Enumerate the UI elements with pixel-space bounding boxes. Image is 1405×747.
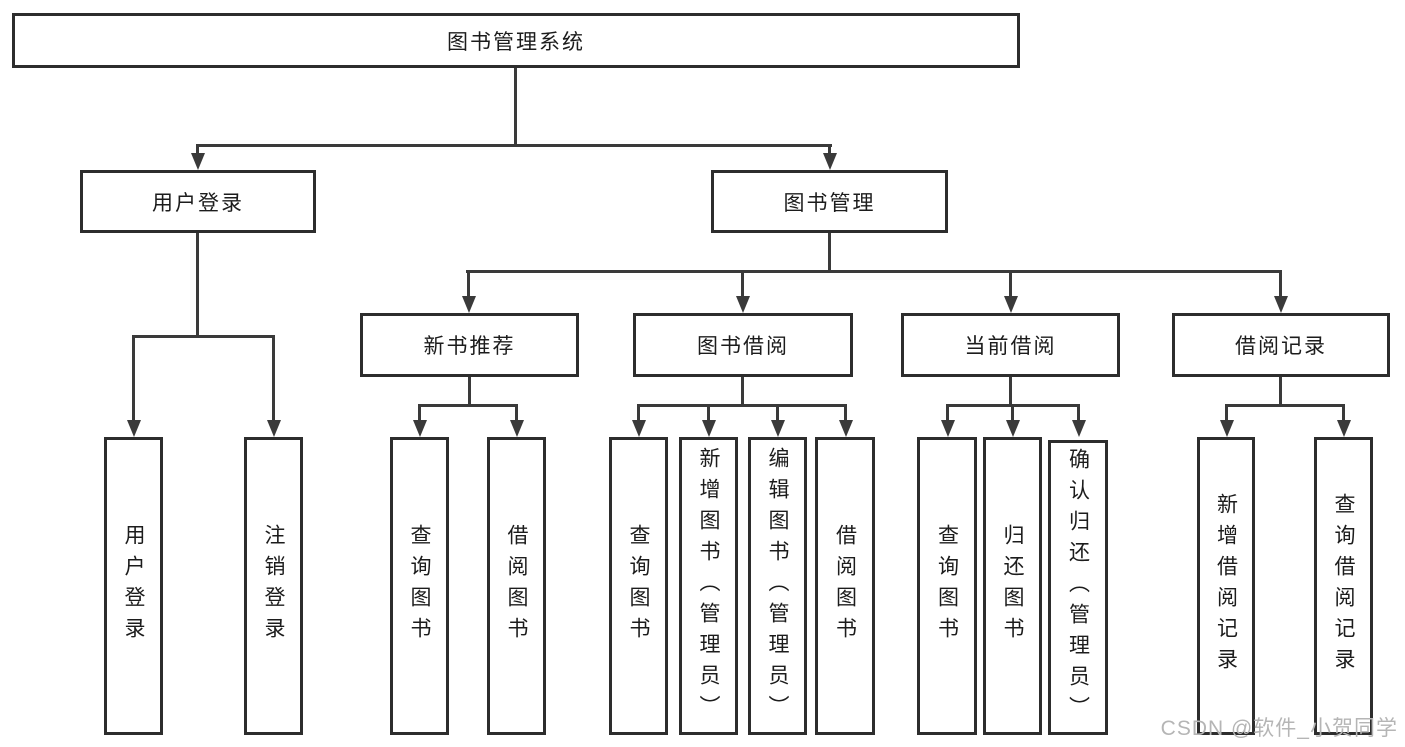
connector-line [196, 233, 199, 338]
csdn-watermark: CSDN @软件_小贺同学 [1160, 717, 1398, 740]
node-label: 借阅记录 [1235, 335, 1327, 358]
node-label: 当前借阅 [964, 335, 1057, 358]
leaf-query-books-borrow: 查询图书 [609, 437, 668, 735]
leaf-label: 新增图书（管理员） [697, 446, 720, 726]
leaf-borrow-books: 借阅图书 [815, 437, 875, 735]
leaf-label: 借阅图书 [833, 524, 857, 648]
arrow-down-icon [736, 296, 750, 313]
node-label: 图书管理系统 [447, 30, 585, 54]
connector-line [1279, 377, 1282, 407]
leaf-label: 编辑图书（管理员） [766, 446, 789, 726]
arrow-down-icon [1004, 296, 1018, 313]
connector-line [946, 404, 949, 422]
connector-line [637, 404, 847, 407]
arrow-down-icon [702, 420, 716, 437]
node-book-management: 图书管理 [711, 170, 948, 233]
connector-line [132, 335, 135, 422]
leaf-add-borrow-record: 新增借阅记录 [1197, 437, 1255, 735]
connector-line [741, 377, 744, 407]
arrow-down-icon [1072, 420, 1086, 437]
connector-line [515, 404, 518, 422]
leaf-add-books-admin: 新增图书（管理员） [679, 437, 738, 735]
connector-line [466, 270, 1282, 273]
connector-line [741, 270, 744, 298]
leaf-query-books-recommend: 查询图书 [390, 437, 449, 735]
node-book-borrowing: 图书借阅 [633, 313, 853, 377]
leaf-user-login: 用户登录 [104, 437, 163, 735]
connector-line [1011, 404, 1014, 422]
arrow-down-icon [1337, 420, 1351, 437]
connector-line [418, 404, 518, 407]
arrow-down-icon [771, 420, 785, 437]
arrow-down-icon [1006, 420, 1020, 437]
connector-line [514, 68, 517, 147]
connector-line [1342, 404, 1345, 422]
connector-line [828, 144, 831, 156]
arrow-down-icon [1220, 420, 1234, 437]
node-borrowing-records: 借阅记录 [1172, 313, 1390, 377]
arrow-down-icon [191, 153, 205, 170]
leaf-label: 查询图书 [935, 524, 959, 648]
leaf-borrow-books-recommend: 借阅图书 [487, 437, 546, 735]
leaf-label: 归还图书 [1001, 524, 1024, 648]
connector-line [467, 270, 470, 298]
leaf-label: 用户登录 [122, 524, 145, 648]
arrow-down-icon [941, 420, 955, 437]
leaf-label: 借阅图书 [505, 524, 528, 648]
leaf-label: 查询图书 [627, 524, 650, 648]
leaf-confirm-return-admin: 确认归还（管理员） [1048, 440, 1108, 735]
connector-line [196, 144, 832, 147]
arrow-down-icon [510, 420, 524, 437]
arrow-down-icon [462, 296, 476, 313]
node-label: 图书借阅 [697, 335, 789, 358]
arrow-down-icon [413, 420, 427, 437]
connector-line [1009, 270, 1012, 298]
connector-line [196, 144, 199, 156]
arrow-down-icon [1274, 296, 1288, 313]
leaf-return-books: 归还图书 [983, 437, 1042, 735]
node-new-book-recommendation: 新书推荐 [360, 313, 579, 377]
connector-line [132, 335, 275, 338]
connector-line [1225, 404, 1228, 422]
connector-line [1077, 404, 1080, 422]
leaf-label: 查询借阅记录 [1332, 493, 1355, 679]
connector-line [468, 377, 471, 407]
leaf-label: 新增借阅记录 [1214, 493, 1238, 679]
arrow-down-icon [267, 420, 281, 437]
leaf-logout: 注销登录 [244, 437, 303, 735]
connector-line [637, 404, 640, 422]
connector-line [1279, 270, 1282, 298]
connector-line [776, 404, 779, 422]
connector-line [418, 404, 421, 422]
connector-line [844, 404, 847, 422]
leaf-label: 确认归还（管理员） [1066, 448, 1090, 727]
connector-line [707, 404, 710, 422]
node-label: 新书推荐 [423, 335, 516, 358]
connector-line [828, 233, 831, 273]
arrow-down-icon [127, 420, 141, 437]
node-library-management-system: 图书管理系统 [12, 13, 1020, 68]
leaf-label: 查询图书 [408, 524, 431, 648]
node-label: 图书管理 [783, 191, 876, 215]
leaf-query-books-current: 查询图书 [917, 437, 977, 735]
leaf-query-borrow-record: 查询借阅记录 [1314, 437, 1373, 735]
arrow-down-icon [839, 420, 853, 437]
connector-line [1225, 404, 1345, 407]
leaf-label: 注销登录 [262, 524, 285, 648]
arrow-down-icon [632, 420, 646, 437]
connector-line [272, 335, 275, 422]
leaf-edit-books-admin: 编辑图书（管理员） [748, 437, 807, 735]
node-current-borrowing: 当前借阅 [901, 313, 1120, 377]
node-label: 用户登录 [152, 191, 244, 215]
arrow-down-icon [823, 153, 837, 170]
node-user-login: 用户登录 [80, 170, 316, 233]
connector-line [1009, 377, 1012, 407]
